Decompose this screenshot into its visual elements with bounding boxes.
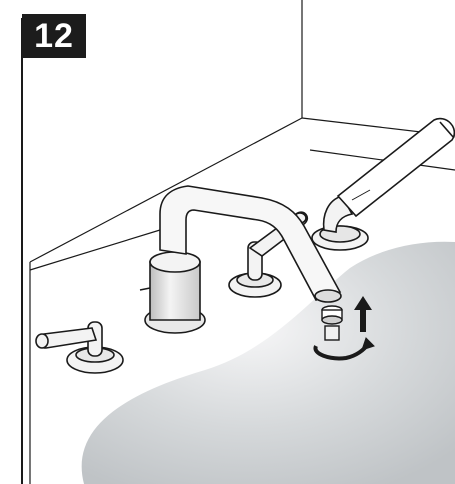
cross-handle-left xyxy=(35,321,124,374)
step-number-badge: 12 xyxy=(22,14,86,58)
rotate-arrow-icon xyxy=(313,337,375,361)
hand-shower xyxy=(311,117,455,251)
up-arrow-icon xyxy=(354,296,372,332)
aerator xyxy=(321,305,343,341)
spout xyxy=(139,185,342,334)
step-number: 12 xyxy=(34,17,74,55)
wall-lines xyxy=(29,0,455,484)
